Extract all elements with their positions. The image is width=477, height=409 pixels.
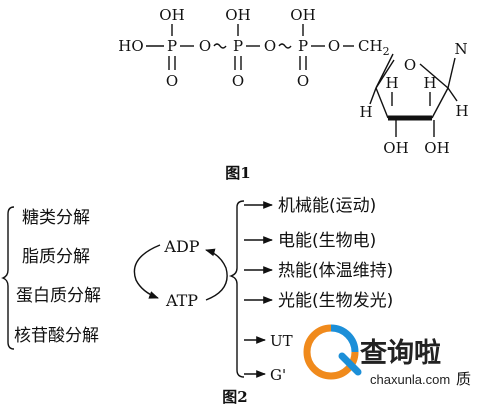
atp-adp-cycle: 糖类分解 脂质分解 蛋白质分解 核苷酸分解 ADP ATP 机械能(运动) 电能… (1, 196, 393, 406)
use-light: 光能(生物发光) (278, 291, 393, 311)
bridge-o-3: O (328, 37, 340, 55)
atp-structure: OH OH OH HO P O P O P O CH2 O O O (118, 6, 468, 182)
phosphorus-1: P (167, 37, 177, 55)
hydrolysis-arrow (205, 248, 228, 301)
ring-h-3: H (423, 74, 436, 92)
source-protein: 蛋白质分解 (16, 286, 101, 306)
use-bracket (228, 200, 245, 378)
ribose-ring: O N H H H H OH OH (359, 40, 468, 157)
source-bracket (1, 206, 15, 350)
base-label: N (454, 40, 467, 58)
use-ut: UT (270, 332, 293, 350)
watermark-tail: 质 (456, 370, 471, 388)
ch2-label: CH2 (358, 37, 390, 58)
watermark-url: chaxunla.com (370, 372, 450, 387)
ring-h-2: H (385, 74, 398, 92)
use-g: G' (270, 366, 286, 384)
phosphorus-3: P (298, 37, 308, 55)
ring-h-1: H (359, 103, 372, 121)
synthesis-arrow (133, 244, 161, 299)
use-electrical: 电能(生物电) (278, 231, 376, 251)
watermark-text: 查询啦 (360, 337, 441, 369)
bridge-o-1: O (199, 37, 211, 55)
adp-label: ADP (163, 237, 199, 256)
phosphate-oh-3: OH (290, 6, 315, 24)
ring-oh-2: OH (424, 139, 449, 157)
phosphorus-2: P (233, 37, 243, 55)
source-nucleotide: 核苷酸分解 (14, 326, 99, 346)
ring-h-4: H (455, 102, 468, 120)
ho-label: HO (118, 37, 143, 55)
phosphate-oh-2: OH (225, 6, 250, 24)
figure2-caption: 图2 (222, 388, 247, 406)
source-sugar: 糖类分解 (22, 208, 90, 228)
phosphate-oh-1: OH (159, 6, 184, 24)
atp-label: ATP (165, 291, 198, 310)
ring-oxygen: O (404, 56, 416, 74)
use-mechanical: 机械能(运动) (278, 196, 376, 216)
high-energy-bond-1 (213, 43, 227, 49)
source-lipid: 脂质分解 (22, 247, 90, 267)
phosphate-o-3: O (297, 72, 309, 90)
site-watermark: 查询啦 chaxunla.com 质 (303, 324, 471, 388)
phosphate-o-2: O (232, 72, 244, 90)
ring-oh-1: OH (383, 139, 408, 157)
high-energy-bond-2 (278, 43, 292, 49)
bridge-o-2: O (264, 37, 276, 55)
watermark-logo-icon (303, 324, 362, 380)
use-heat: 热能(体温维持) (278, 261, 393, 281)
figure1-caption: 图1 (225, 164, 250, 182)
phosphate-o-1: O (166, 72, 178, 90)
